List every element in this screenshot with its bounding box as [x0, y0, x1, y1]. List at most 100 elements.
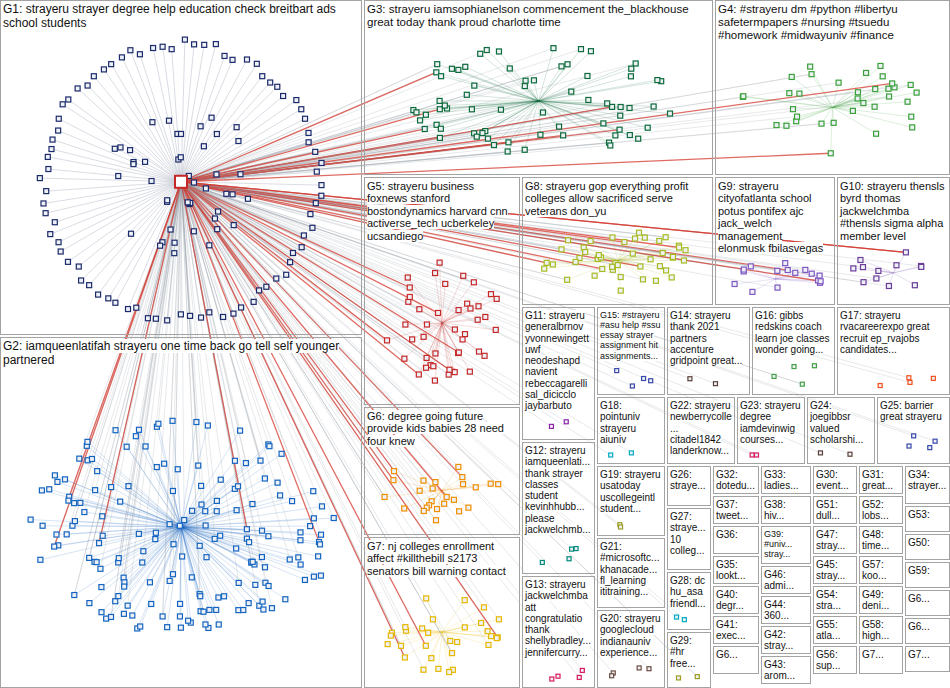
group-label: G7...	[908, 649, 930, 660]
vertex-icon	[683, 248, 688, 253]
network-edge	[833, 73, 867, 108]
vertex-icon	[439, 74, 444, 79]
vertex-icon	[647, 667, 651, 671]
group-label: G18: pointuniv strayeru aiuniv	[600, 400, 640, 445]
vertex-icon	[463, 64, 468, 69]
vertex-icon	[290, 250, 295, 255]
vertex-icon	[808, 64, 813, 69]
vertex-icon	[480, 131, 485, 136]
vertex-icon	[437, 107, 442, 112]
network-edge	[118, 182, 181, 596]
vertex-icon	[269, 606, 274, 611]
vertex-icon	[488, 481, 493, 486]
vertex-icon	[259, 555, 264, 560]
group-box: G5: strayeru business foxnews stanford b…	[364, 177, 520, 405]
vertex-icon	[496, 617, 501, 622]
network-edge	[181, 83, 839, 182]
network-edge	[181, 527, 208, 628]
vertex-icon	[299, 245, 304, 250]
vertex-icon	[214, 498, 219, 503]
vertex-icon	[284, 272, 289, 277]
network-edge	[101, 527, 181, 612]
group-box: G6...	[905, 590, 950, 616]
vertex-icon	[41, 201, 46, 206]
vertex-icon	[319, 183, 324, 188]
network-edge	[539, 101, 648, 128]
vertex-icon	[65, 259, 70, 264]
vertex-icon	[160, 44, 165, 49]
vertex-icon	[262, 476, 267, 481]
vertex-icon	[203, 523, 208, 528]
network-edge	[181, 123, 834, 182]
vertex-icon	[437, 135, 442, 140]
vertex-icon	[407, 294, 412, 299]
network-edge	[99, 182, 181, 543]
vertex-icon	[437, 260, 442, 265]
network-edge	[89, 182, 181, 558]
vertex-icon	[126, 484, 131, 489]
vertex-icon	[221, 314, 226, 319]
network-edge	[181, 501, 292, 527]
vertex-icon	[629, 66, 634, 71]
vertex-icon	[403, 625, 408, 630]
vertex-icon	[622, 240, 627, 245]
vertex-icon	[676, 676, 680, 680]
group-box: G9: strayeru cityofatlanta school potus …	[715, 177, 835, 305]
vertex-icon	[886, 86, 891, 91]
vertex-icon	[531, 78, 536, 83]
vertex-icon	[298, 530, 303, 535]
vertex-icon	[99, 610, 104, 615]
network-edge	[436, 72, 538, 101]
network-edge	[796, 107, 832, 121]
network-edge	[54, 527, 181, 547]
network-edge	[54, 182, 181, 547]
network-edge	[181, 511, 217, 527]
group-box: G33: ladies...	[761, 466, 811, 494]
network-edge	[59, 119, 181, 182]
group-box: G31: great...	[859, 466, 903, 494]
vertex-icon	[750, 289, 755, 294]
vertex-icon	[116, 556, 121, 561]
network-edge	[140, 54, 181, 182]
vertex-icon	[793, 270, 798, 275]
vertex-icon	[180, 554, 185, 559]
group-box: G26: straye...	[667, 466, 711, 506]
vertex-icon	[298, 562, 303, 567]
group-label: G15: #strayeru #asu help #ssu essay stra…	[600, 310, 661, 361]
group-box: G37: tweet...	[713, 496, 759, 524]
vertex-icon	[303, 116, 308, 121]
network-edge	[181, 182, 206, 526]
network-edge	[465, 67, 538, 101]
vertex-icon	[140, 560, 145, 565]
vertex-icon	[565, 62, 570, 67]
vertex-icon	[482, 353, 487, 358]
vertex-icon	[818, 279, 823, 284]
vertex-icon	[424, 322, 429, 327]
vertex-icon	[474, 134, 479, 139]
group-label: G35: lookt...	[716, 559, 745, 581]
vertex-icon	[203, 509, 208, 514]
vertex-icon	[433, 351, 438, 356]
network-edge	[744, 271, 775, 279]
network-edge	[89, 527, 181, 603]
vertex-icon	[56, 128, 61, 133]
vertex-icon	[903, 250, 908, 255]
vertex-icon	[784, 123, 789, 128]
vertex-icon	[165, 318, 170, 323]
group-box: G45: stray...	[813, 556, 857, 584]
group-box: G6: degree going future provide kids bab…	[364, 407, 520, 535]
vertex-icon	[522, 147, 527, 152]
network-edge	[53, 140, 181, 182]
vertex-icon	[385, 642, 390, 647]
group-box: G50:	[905, 534, 950, 560]
network-edge	[539, 100, 589, 101]
vertex-icon	[613, 133, 618, 138]
vertex-icon	[908, 380, 912, 384]
vertex-icon	[56, 240, 61, 245]
vertex-icon	[748, 264, 753, 269]
network-edge	[46, 182, 181, 213]
group-label: G50:	[908, 537, 930, 548]
vertex-icon	[109, 62, 114, 67]
vertex-icon	[319, 160, 324, 165]
vertex-icon	[907, 444, 911, 448]
